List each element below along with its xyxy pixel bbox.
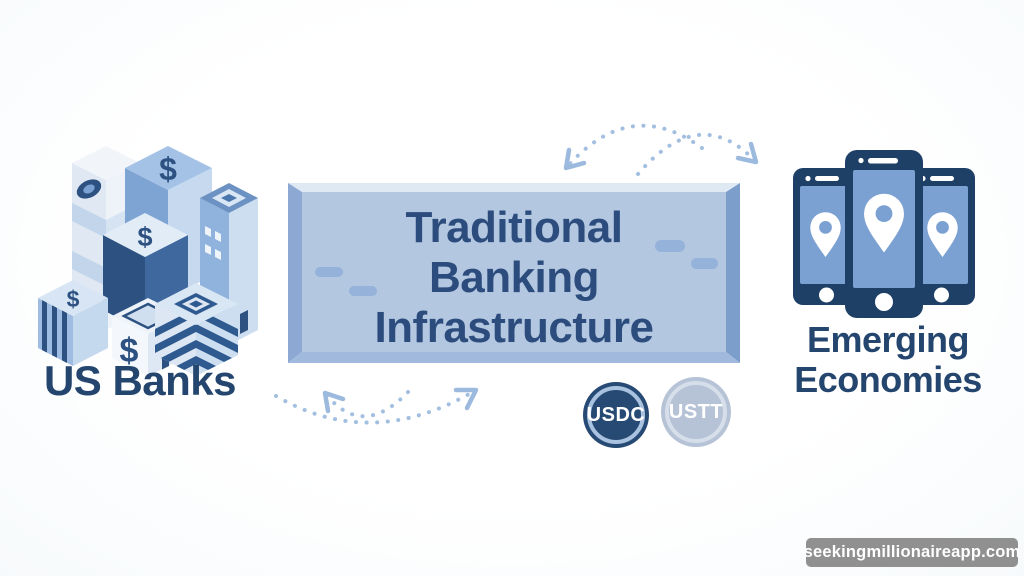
smartphone-center [845, 150, 923, 318]
box-title-line3: Infrastructure [374, 303, 654, 352]
usdc-coin-label: USDC [586, 403, 646, 426]
bank-buildings-icon: $ $ $ [38, 146, 258, 376]
dotted-arrow-left-icon [322, 390, 410, 419]
usdc-coin: USDC [583, 382, 649, 448]
dotted-arrow-left-icon [563, 123, 704, 171]
dollar-sign: $ [67, 286, 80, 312]
watermark-text: seekingmillionaireapp.com [803, 543, 1021, 561]
dollar-sign: $ [137, 222, 152, 252]
box-title: Traditional Banking Infrastructure [302, 203, 726, 353]
smartphone-right [908, 168, 975, 305]
emerging-label-line1: Emerging [806, 319, 970, 360]
box-dash-decorations [315, 240, 718, 296]
bank-building-chevron [155, 283, 238, 376]
dotted-arrow-right-icon [636, 132, 759, 176]
dollar-sign: $ [159, 151, 177, 187]
watermark-badge: seekingmillionaireapp.com [803, 538, 1021, 567]
smartphone-left [793, 168, 860, 305]
usdc-coin-ring: USDC [587, 386, 645, 444]
bottom-dotted-arrows-icon [274, 387, 479, 425]
smartphones-location-pins-icon [793, 150, 975, 318]
dollar-sign: $ [120, 332, 139, 370]
ustt-coin: USTT [661, 377, 731, 447]
banking-infrastructure-box [288, 183, 740, 363]
dotted-arrow-right-icon [274, 387, 479, 425]
us-banks-label: US Banks [43, 357, 237, 404]
ustt-coin-label: USTT [668, 400, 724, 423]
box-title-line1: Traditional [405, 203, 623, 252]
bank-logo-icon [76, 179, 102, 199]
emerging-label-line2: Economies [794, 359, 982, 400]
top-dotted-arrows-icon [563, 123, 759, 176]
ustt-coin-ring: USTT [665, 381, 727, 443]
bank-building-columns: $ [38, 280, 108, 366]
emerging-economies-label: Emerging Economies [776, 320, 1000, 400]
box-title-line2: Banking [428, 253, 600, 302]
